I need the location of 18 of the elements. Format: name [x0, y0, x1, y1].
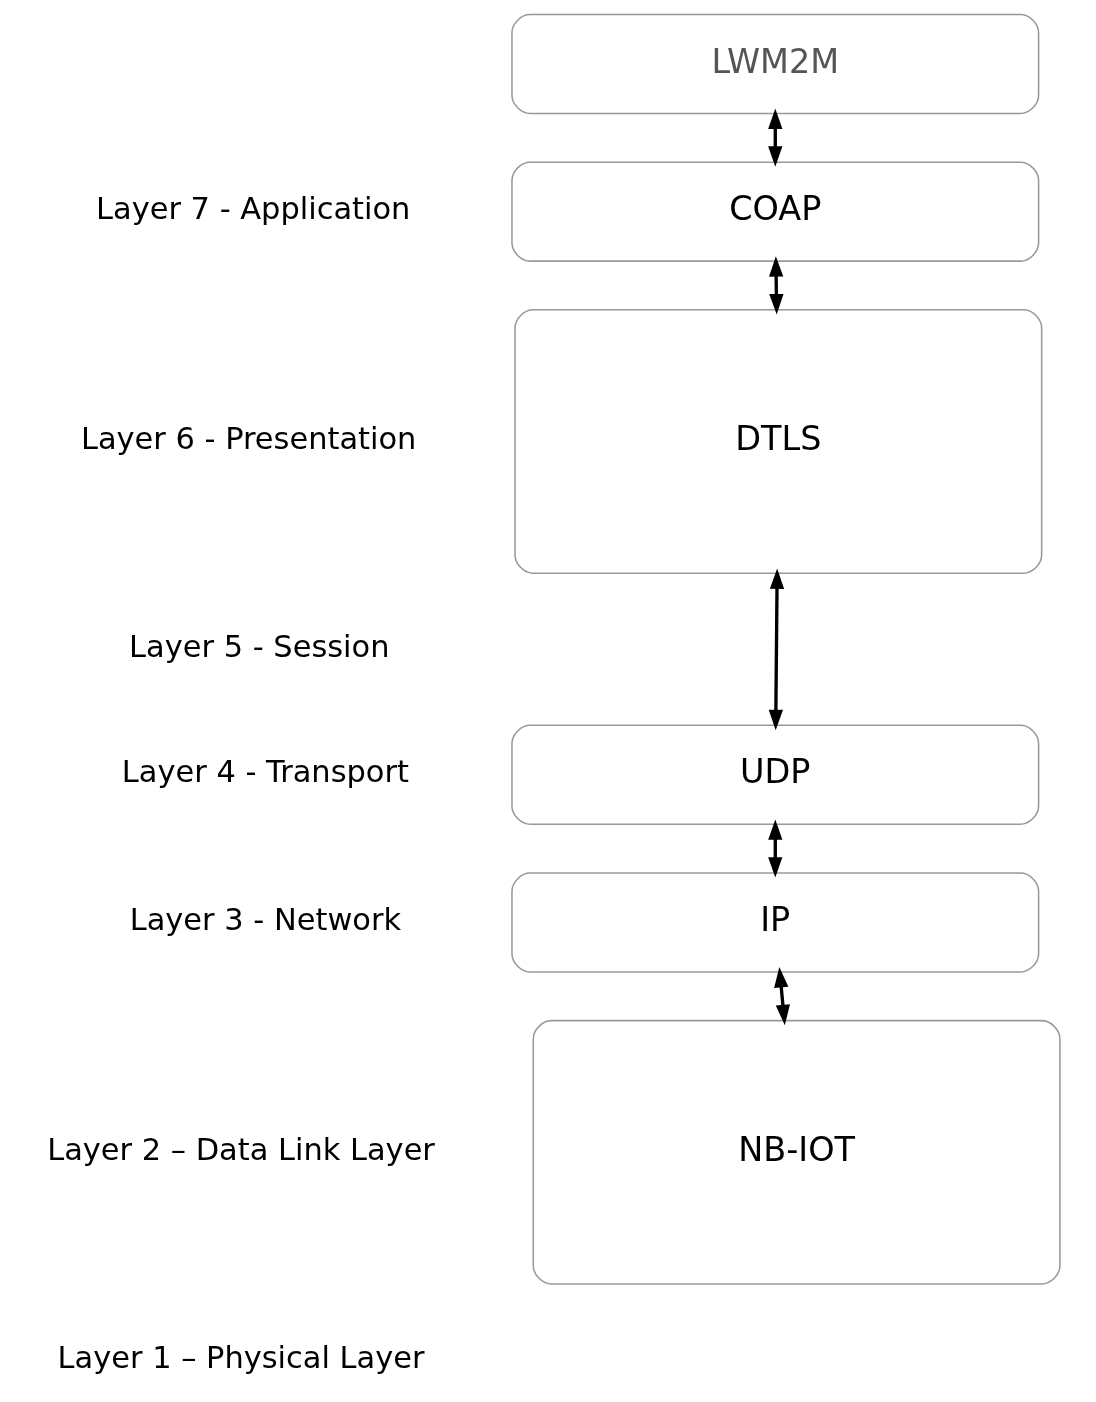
node-box: DTLS [513, 309, 1042, 574]
label: Layer 1 – Physical Layer [57, 1339, 424, 1375]
node-box: LWM2M [510, 13, 1039, 115]
arrow [768, 568, 784, 731]
node-box: COAP [510, 161, 1039, 262]
label: Layer 7 - Application [95, 191, 410, 227]
label: Layer 3 - Network [129, 902, 401, 938]
arrow [767, 819, 782, 878]
label: Layer 6 - Presentation [80, 421, 416, 457]
label: Layer 4 - Transport [121, 754, 409, 790]
arrow [767, 108, 782, 167]
label: Layer 5 - Session [128, 628, 389, 664]
arrow [768, 256, 784, 315]
arrow [773, 967, 790, 1026]
node-box: UDP [510, 724, 1039, 826]
node-box: NB-IOT [532, 1019, 1061, 1285]
label: Layer 2 – Data Link Layer [46, 1131, 435, 1167]
node-box: IP [510, 872, 1039, 973]
